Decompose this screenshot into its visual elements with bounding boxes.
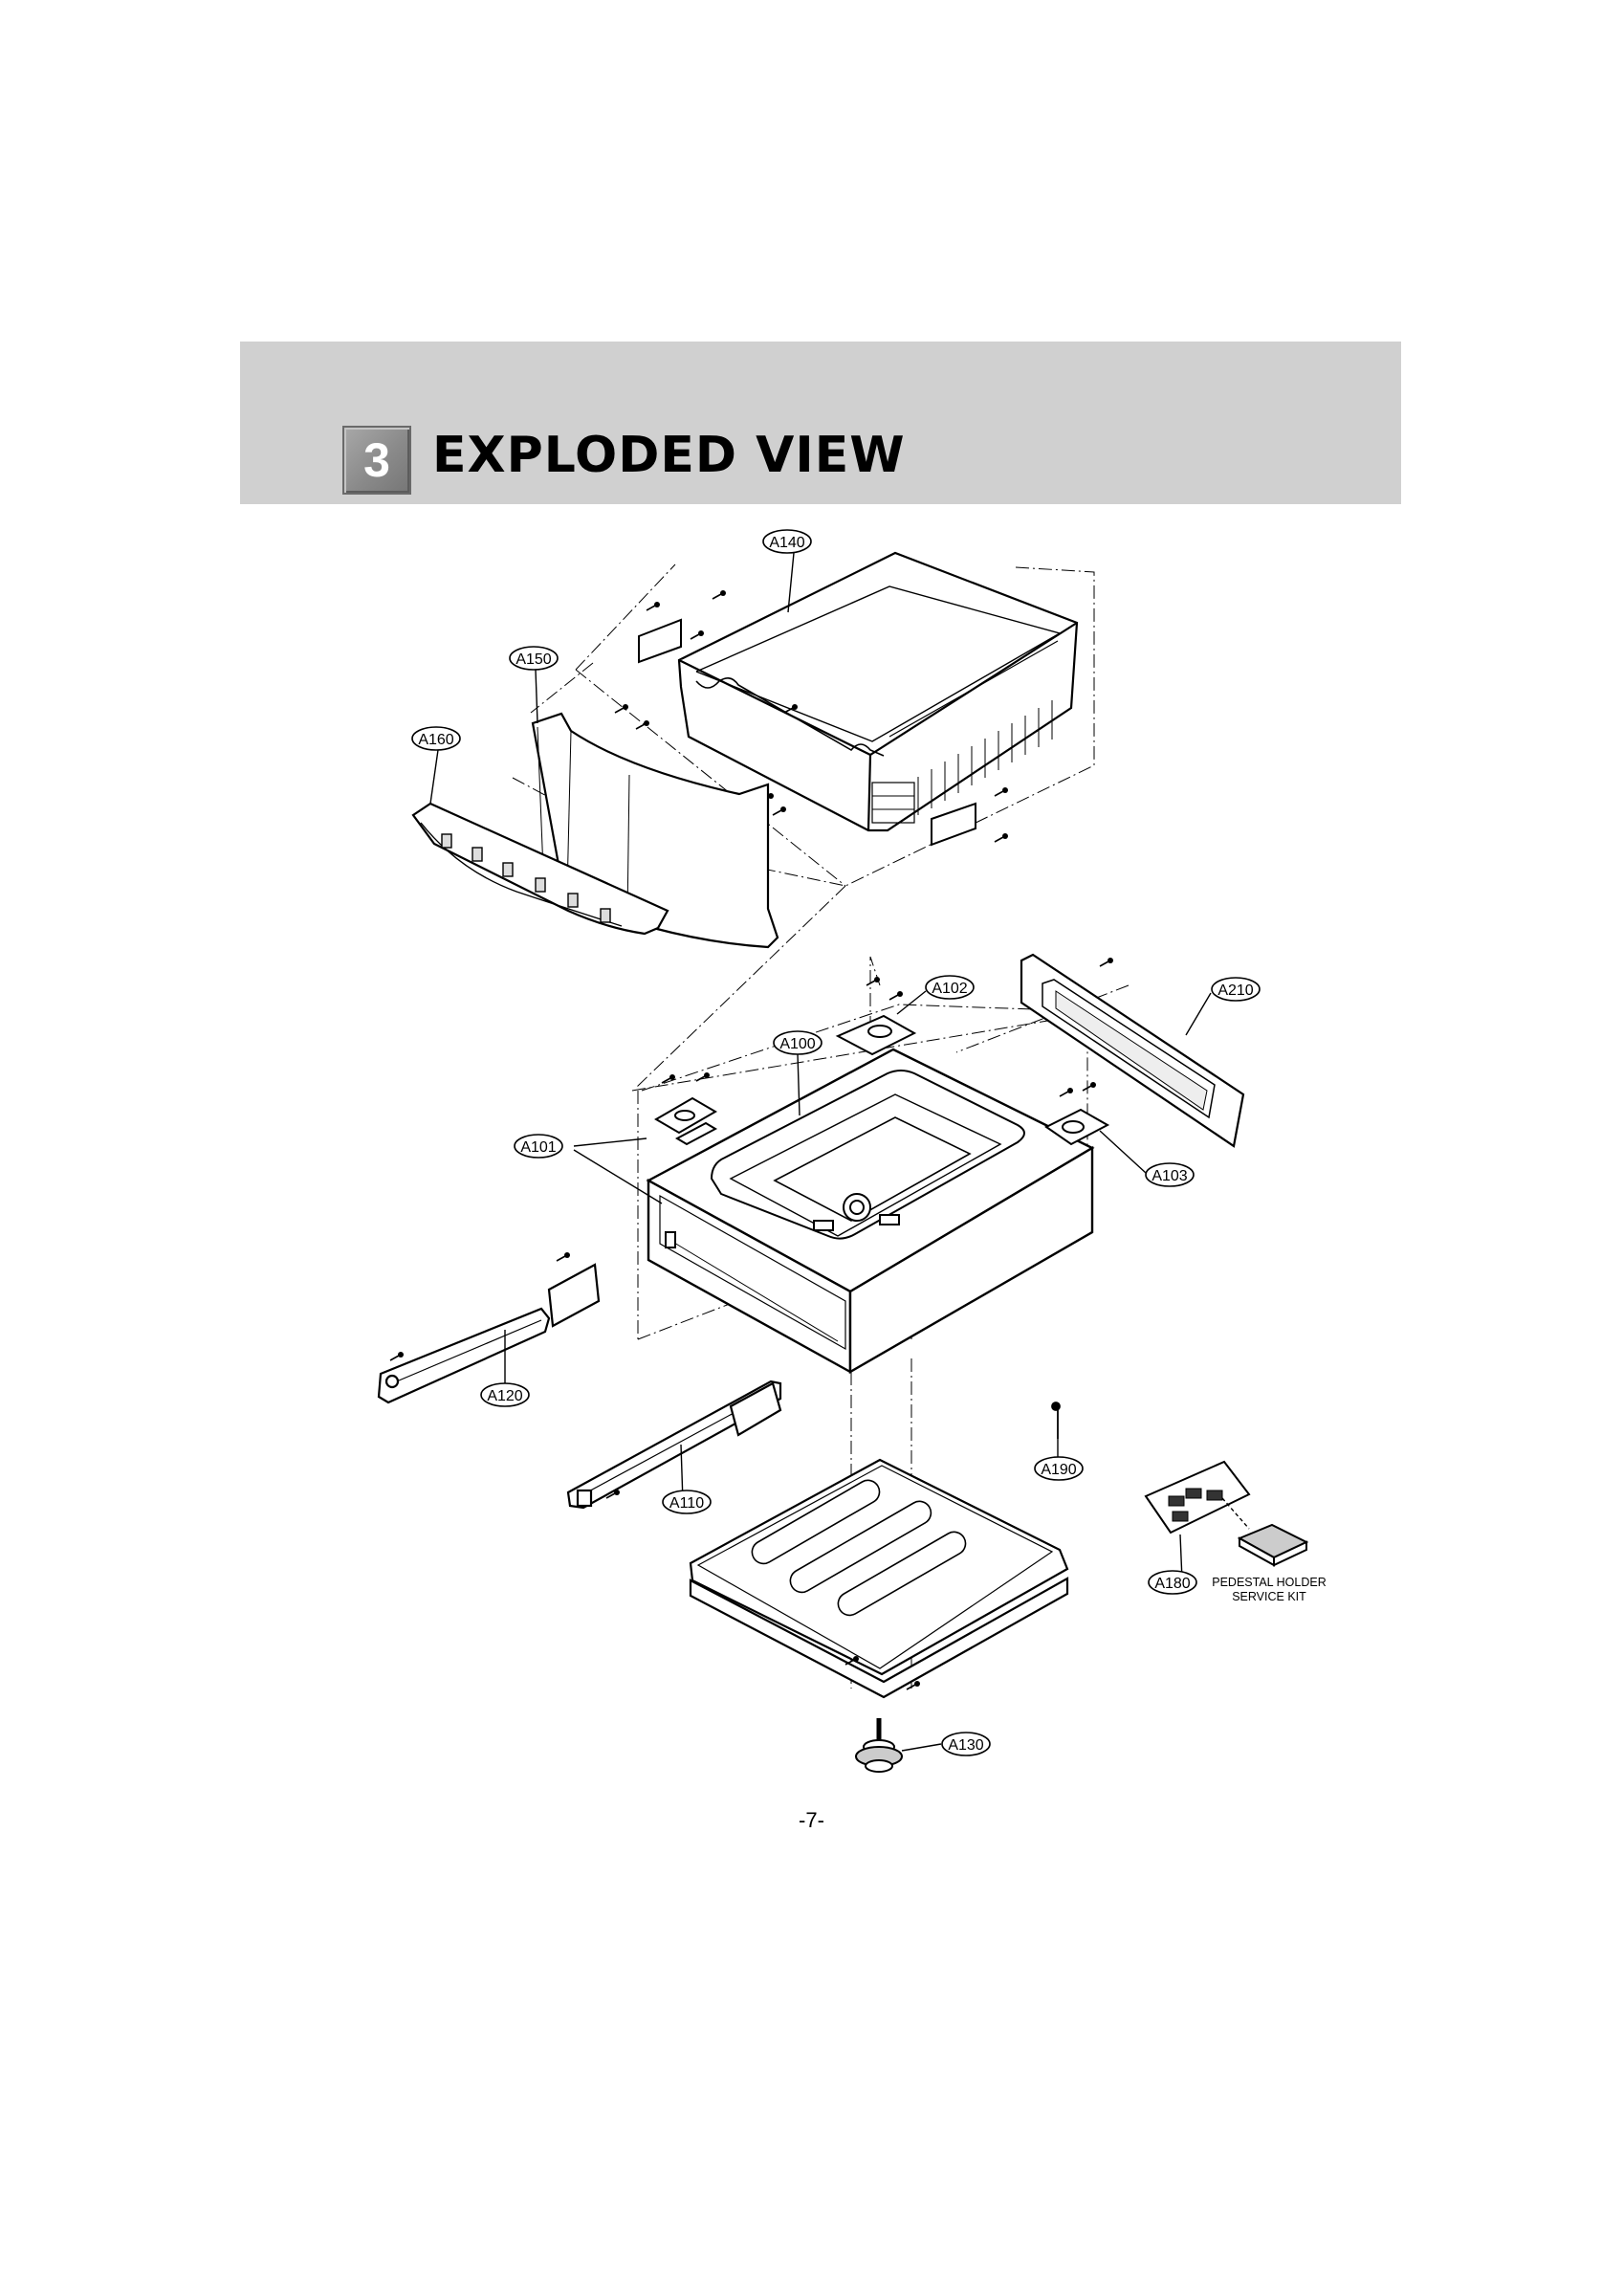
- page-title: EXPLODED VIEW: [432, 427, 906, 484]
- callout-label: A180: [1154, 1576, 1190, 1592]
- callout-label: A101: [520, 1139, 556, 1156]
- callout-a102: A102: [925, 975, 975, 1000]
- page-number: -7-: [799, 1808, 824, 1832]
- front-trim-part: [411, 802, 669, 936]
- tray-bracket: [638, 618, 976, 847]
- callout-label: A160: [418, 732, 453, 748]
- callout-label: A100: [779, 1036, 815, 1052]
- holder-kit-part: [1144, 1460, 1309, 1567]
- callout-label: A110: [669, 1495, 704, 1512]
- cabinet-hardware: [665, 1193, 900, 1248]
- callout-a110: A110: [662, 1490, 712, 1514]
- callout-a130: A130: [941, 1732, 991, 1756]
- rear-panel-screws: [1099, 957, 1114, 967]
- leader-lines: [429, 552, 1212, 1752]
- right-rail-part: [566, 1380, 782, 1510]
- tray-part: [677, 551, 1079, 832]
- single-screw-part: [1051, 1402, 1061, 1439]
- callout-a100: A100: [773, 1030, 822, 1055]
- callout-label: A150: [515, 651, 551, 668]
- left-bracket-part: [654, 1096, 718, 1146]
- callout-a101: A101: [514, 1134, 563, 1159]
- kit-label-line1: PEDESTAL HOLDER: [1212, 1576, 1326, 1589]
- callout-a160: A160: [411, 726, 461, 751]
- callout-label: A120: [487, 1388, 522, 1404]
- callout-a150: A150: [509, 646, 559, 671]
- callout-label: A103: [1151, 1168, 1187, 1184]
- right-bracket-screws: [1059, 1081, 1097, 1097]
- section-number-badge: 3: [342, 426, 411, 495]
- callout-label: A190: [1041, 1462, 1076, 1478]
- left-rail-part: [377, 1263, 601, 1404]
- base-plate-part: [689, 1458, 1069, 1699]
- header-band: [240, 342, 1401, 504]
- callout-a120: A120: [480, 1382, 530, 1407]
- callout-a180: A180: [1148, 1570, 1197, 1595]
- right-bracket-part: [1044, 1108, 1110, 1146]
- cabinet-part: [646, 1048, 1095, 1375]
- top-bracket-part: [835, 1014, 917, 1056]
- callout-a140: A140: [762, 529, 812, 554]
- top-bracket-screws: [866, 976, 904, 1001]
- leveling-foot-part: [855, 1718, 903, 1773]
- callout-a190: A190: [1034, 1456, 1084, 1481]
- callout-label: A140: [769, 535, 804, 551]
- callout-label: A210: [1217, 982, 1253, 999]
- callout-a103: A103: [1145, 1162, 1195, 1187]
- callout-label: A102: [932, 981, 967, 997]
- kit-label-line2: SERVICE KIT: [1232, 1590, 1306, 1603]
- callout-a210: A210: [1211, 977, 1261, 1002]
- rear-panel-part: [1020, 953, 1245, 1148]
- callout-label: A130: [948, 1737, 983, 1754]
